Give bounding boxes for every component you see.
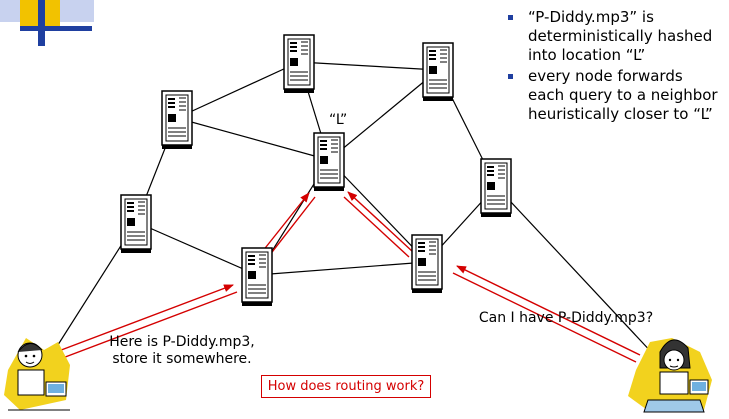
person-right-icon [628,338,712,413]
server-node-top-right [422,42,454,102]
bullet-marker-icon [508,15,513,20]
slide-logo [0,0,94,46]
bullet-hashing: “P-Diddy.mp3” is deterministically hashe… [508,8,723,65]
store-note-line1: Here is P-Diddy.mp3, [109,334,255,350]
bullet-forwarding: every node forwards each query to a neig… [508,67,723,124]
server-node-bottom-right [411,234,443,294]
server-node-upper-left [161,90,193,150]
routing-arrows [47,191,641,363]
person-left-icon [4,338,70,411]
store-request-note: Here is P-Diddy.mp3, store it somewhere. [92,334,272,368]
bullet-marker-icon [508,74,513,79]
bullet-text: every node forwards each query to a neig… [528,67,718,123]
store-note-line2: store it somewhere. [112,351,252,367]
server-node-top [283,34,315,94]
routing-question-box: How does routing work? [261,375,431,398]
server-node-left [120,194,152,254]
server-node-right [480,158,512,218]
server-node-L [313,132,345,192]
query-note: Can I have P-Diddy.mp3? [478,310,654,326]
bullet-text: “P-Diddy.mp3” is deterministically hashe… [528,8,713,64]
server-node-bottom-middle [241,247,273,307]
explanation-bullets: “P-Diddy.mp3” is deterministically hashe… [508,8,723,126]
target-location-label: “L” [329,112,348,128]
